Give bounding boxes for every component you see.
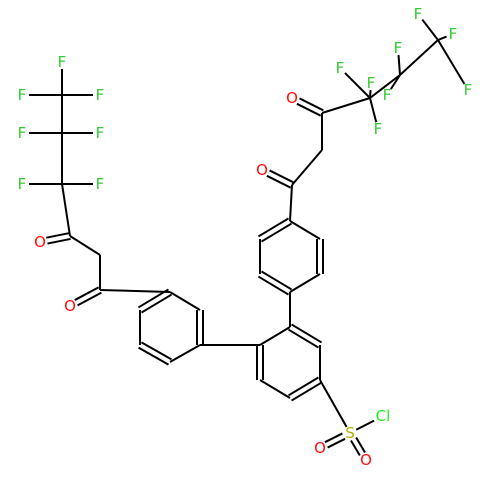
single-bond xyxy=(355,419,375,431)
single-bond xyxy=(421,18,439,41)
chlorine-atom: Cl xyxy=(376,407,391,425)
single-bond xyxy=(369,74,401,99)
fluorine-atom: F xyxy=(18,175,27,193)
double-bond xyxy=(299,97,324,112)
double-bond xyxy=(46,232,70,239)
fluorine-atom: F xyxy=(374,120,383,138)
double-bond xyxy=(74,286,100,301)
fluorine-atom: F xyxy=(96,86,105,104)
double-bond xyxy=(47,237,71,245)
double-bond xyxy=(141,293,173,314)
fluorine-atom: F xyxy=(336,59,345,77)
fluorine-atom: F xyxy=(58,53,67,71)
double-bond xyxy=(257,275,289,296)
double-bond xyxy=(138,346,170,366)
double-bond xyxy=(296,102,322,117)
fluorine-atom: F xyxy=(96,175,105,193)
single-bond xyxy=(259,326,291,346)
double-bond xyxy=(77,291,102,307)
double-bond xyxy=(291,381,323,402)
single-bond xyxy=(437,35,447,41)
fluorine-atom: F xyxy=(367,74,376,92)
single-bond xyxy=(69,235,101,256)
single-bond xyxy=(169,344,201,363)
double-bond xyxy=(140,341,172,361)
fluorine-atom: F xyxy=(18,86,27,104)
double-bond xyxy=(261,222,293,243)
single-bond xyxy=(399,39,439,76)
fluorine-atom: F xyxy=(449,25,458,43)
single-bond xyxy=(289,273,321,293)
single-bond xyxy=(321,97,371,114)
single-bond xyxy=(397,54,401,76)
oxygen-atom: O xyxy=(64,297,76,315)
oxygen-atom: O xyxy=(34,233,46,251)
fluorine-atom: F xyxy=(394,39,403,57)
bonds xyxy=(29,18,466,457)
single-bond xyxy=(291,149,323,186)
double-bond xyxy=(266,174,292,189)
double-bond xyxy=(355,436,366,453)
fluorine-atom: F xyxy=(464,81,473,99)
oxygen-atom: O xyxy=(360,451,372,469)
fluorine-atom: F xyxy=(18,124,27,142)
fluorine-atom: F xyxy=(383,86,392,104)
oxygen-atom: O xyxy=(286,89,298,107)
double-bond xyxy=(287,328,319,349)
double-bond xyxy=(327,437,346,449)
double-bond xyxy=(350,440,361,457)
single-bond xyxy=(319,379,348,428)
single-bond xyxy=(437,39,466,85)
single-bond xyxy=(259,379,291,399)
double-bond xyxy=(257,217,289,238)
single-bond xyxy=(289,220,321,240)
single-bond xyxy=(169,291,201,311)
double-bond xyxy=(261,270,293,291)
fluorine-atom: F xyxy=(96,124,105,142)
oxygen-atom: O xyxy=(256,161,268,179)
single-bond xyxy=(344,72,371,99)
single-bond xyxy=(289,184,293,222)
double-bond xyxy=(269,169,294,184)
single-bond xyxy=(61,183,71,237)
double-bond xyxy=(324,432,343,444)
oxygen-atom: O xyxy=(314,439,326,457)
single-bond xyxy=(369,89,372,99)
sulfur-atom: S xyxy=(345,424,355,442)
single-bond xyxy=(99,289,171,293)
fluorine-atom: F xyxy=(414,5,423,23)
double-bond xyxy=(291,323,323,344)
double-bond xyxy=(287,376,319,397)
single-bond xyxy=(369,97,378,123)
